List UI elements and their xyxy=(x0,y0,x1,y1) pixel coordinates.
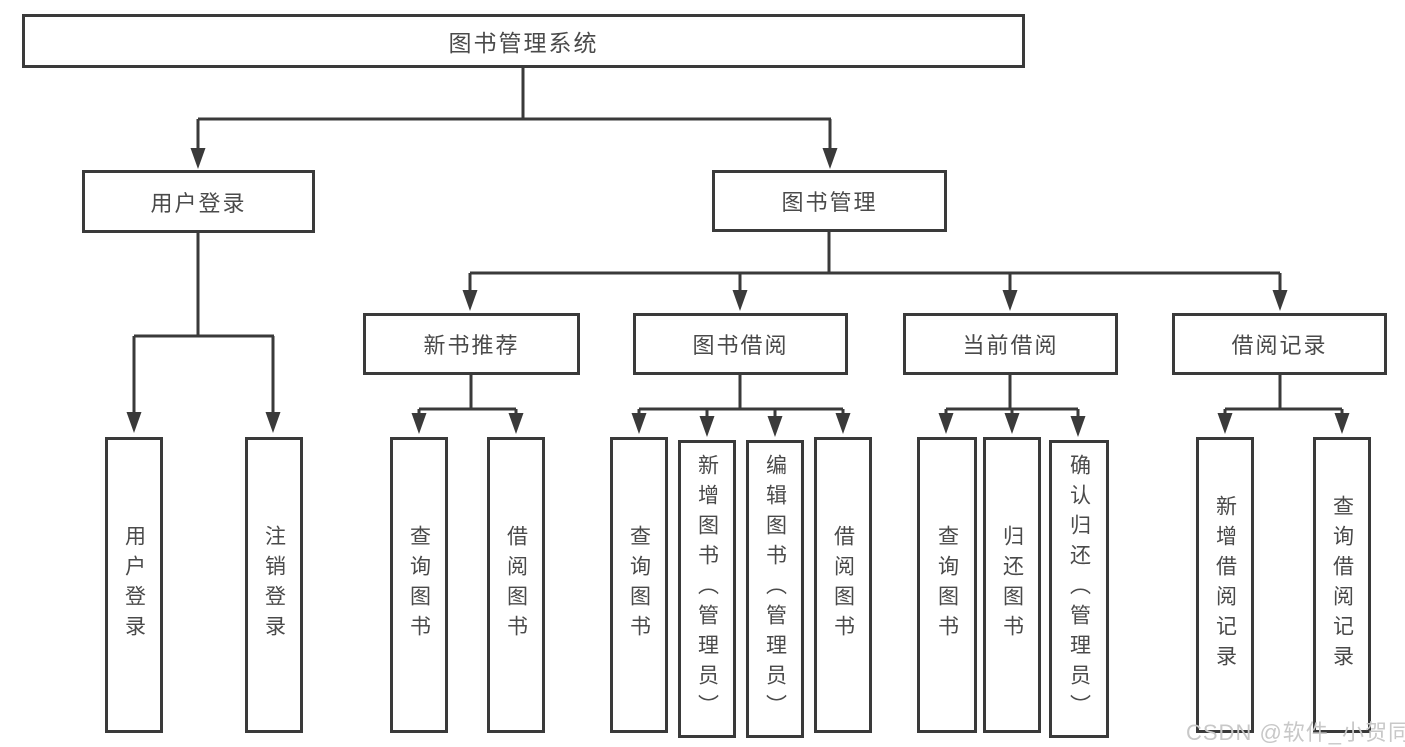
leaf-logout: 注销登录 xyxy=(245,437,303,733)
node-label: 借阅记录 xyxy=(1231,333,1328,358)
node-label: 用户登录 xyxy=(150,190,247,216)
leaf-borrow-edit-book-admin: 编辑图书（管理员） xyxy=(746,440,804,738)
node-label: 查询图书 xyxy=(935,525,959,645)
node-label: 编辑图书（管理员） xyxy=(763,454,787,724)
node-label: 归还图书 xyxy=(1000,525,1024,645)
node-label: 图书管理系统 xyxy=(448,30,599,56)
leaf-current-confirm-return-admin: 确认归还（管理员） xyxy=(1049,440,1109,738)
node-label: 查询借阅记录 xyxy=(1330,495,1354,675)
node-label: 查询图书 xyxy=(407,525,431,645)
node-label: 借阅图书 xyxy=(831,525,855,645)
leaf-current-return-book: 归还图书 xyxy=(983,437,1041,733)
node-label: 图书借阅 xyxy=(692,333,789,358)
leaf-records-add-record: 新增借阅记录 xyxy=(1196,437,1254,733)
node-label: 确认归还（管理员） xyxy=(1067,454,1091,724)
leaf-borrow-add-book-admin: 新增图书（管理员） xyxy=(678,440,736,738)
leaf-newrec-query-book: 查询图书 xyxy=(390,437,448,733)
node-label: 查询图书 xyxy=(627,525,651,645)
node-label: 新书推荐 xyxy=(423,333,520,358)
node-label: 新增图书（管理员） xyxy=(695,454,719,724)
node-label: 新增借阅记录 xyxy=(1213,495,1237,675)
node-new-book-recommend: 新书推荐 xyxy=(363,313,580,375)
node-system-root: 图书管理系统 xyxy=(22,14,1025,68)
node-label: 注销登录 xyxy=(262,525,286,645)
node-label: 借阅图书 xyxy=(504,525,528,645)
node-label: 当前借阅 xyxy=(962,333,1059,358)
node-borrow-records: 借阅记录 xyxy=(1172,313,1387,375)
leaf-user-login: 用户登录 xyxy=(105,437,163,733)
leaf-borrow-query-book: 查询图书 xyxy=(610,437,668,733)
leaf-borrow-borrow-book: 借阅图书 xyxy=(814,437,872,733)
node-label: 图书管理 xyxy=(781,190,878,215)
node-user-login: 用户登录 xyxy=(82,170,315,233)
watermark-text: CSDN @软件_小贺同学 xyxy=(1186,720,1405,745)
leaf-newrec-borrow-book: 借阅图书 xyxy=(487,437,545,733)
leaf-records-query-record: 查询借阅记录 xyxy=(1313,437,1371,733)
node-current-borrow: 当前借阅 xyxy=(903,313,1118,375)
node-book-borrow: 图书借阅 xyxy=(633,313,848,375)
node-label: 用户登录 xyxy=(122,525,146,645)
node-book-management: 图书管理 xyxy=(712,170,947,232)
leaf-current-query-book: 查询图书 xyxy=(917,437,977,733)
